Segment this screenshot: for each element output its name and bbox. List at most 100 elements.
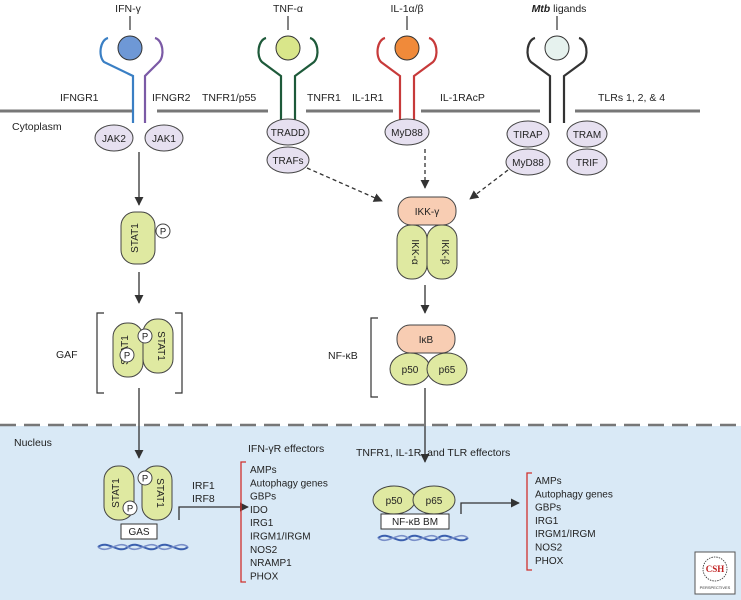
mtb-italic: Mtb	[532, 3, 551, 15]
gaf-phospho-bottom-label: P	[124, 351, 130, 362]
gaf-phospho-bottom	[119, 347, 135, 363]
jak1	[144, 124, 184, 152]
ifng-label: IFN-γ	[115, 3, 141, 15]
gas-box	[120, 523, 158, 540]
tnf-effector-4: IRGM1/IRGM	[535, 529, 596, 540]
tlr-chain-right	[562, 36, 588, 123]
ikk-gamma	[397, 196, 457, 226]
ifng-effector-0: AMPs	[250, 465, 277, 476]
ifng-ligand	[117, 35, 143, 61]
il1racp-chain	[412, 36, 438, 123]
gaf-bracket-right	[175, 312, 183, 394]
mtb-ligands-label: Mtb ligands	[532, 3, 587, 15]
il1-label: IL-1α/β	[390, 3, 423, 15]
tnfa-ligand	[275, 35, 301, 61]
ifng-effector-1: Autophagy genes	[250, 478, 328, 489]
ifng-effector-2: GBPs	[250, 492, 276, 503]
tlrs-label: TLRs 1, 2, & 4	[598, 92, 665, 104]
tnfa-label: TNF-α	[273, 3, 303, 15]
jak2-label: JAK2	[102, 134, 126, 145]
nuc-stat1-right-label: STAT1	[154, 478, 165, 508]
gaf-phospho-top	[137, 328, 153, 344]
nuc-stat1-left-label: STAT1	[111, 478, 122, 508]
tnf-effector-5: NOS2	[535, 543, 563, 554]
nfkb-bm-box	[380, 513, 450, 530]
nuc-phospho-bottom	[122, 500, 138, 516]
tnfr1-chain-right	[293, 36, 319, 123]
tlr-chain-left	[526, 36, 552, 123]
trafs	[266, 146, 310, 174]
myd88-tlr-label: MyD88	[512, 158, 544, 169]
mtb-ligand	[544, 35, 570, 61]
nucleus-label: Nucleus	[14, 437, 52, 449]
il1-ligand	[394, 35, 420, 61]
jak1-label: JAK1	[152, 134, 176, 145]
tradd	[266, 118, 310, 146]
tram	[566, 120, 608, 148]
nuc-phospho-top	[137, 470, 153, 486]
ifng-effectors-bracket	[240, 461, 246, 583]
tradd-label: TRADD	[271, 128, 305, 139]
ikk-alpha-label: IKK-α	[409, 239, 420, 264]
tnf-effector-1: Autophagy genes	[535, 489, 613, 500]
tirap	[506, 120, 550, 148]
trif	[566, 148, 608, 176]
tnf-effector-0: AMPs	[535, 476, 562, 487]
gaf-stat1-right-label: STAT1	[155, 331, 166, 361]
il1r1-chain	[376, 36, 402, 123]
myd88-label: MyD88	[391, 128, 423, 139]
jak2	[94, 124, 134, 152]
gaf-bracket-left	[96, 312, 104, 394]
ifng-effectors-title: IFN-γR effectors	[248, 443, 324, 455]
dna-helix-left-b	[97, 543, 189, 551]
gas-label: GAS	[128, 527, 149, 538]
tnf-effector-3: IRG1	[535, 516, 559, 527]
p50-cytoplasm-label: p50	[402, 365, 419, 376]
gaf-phospho-top-label: P	[142, 332, 148, 343]
irf8-label: IRF8	[192, 493, 215, 505]
ifng-effector-5: IRGM1/IRGM	[250, 532, 311, 543]
tnf-to-effectors-arrow	[460, 498, 520, 514]
tnfr1-chain-left	[257, 36, 283, 123]
ifng-effector-6: NOS2	[250, 545, 278, 556]
nfkb-bracket-left	[370, 317, 378, 398]
ifngr1-label: IFNGR1	[60, 92, 99, 104]
csh-perspectives-logo: CSH PERSPECTIVES	[694, 551, 736, 595]
ikb	[396, 324, 456, 354]
nuc-phospho-top-label: P	[142, 474, 148, 485]
stat1-phospho	[155, 223, 171, 239]
trif-label: TRIF	[576, 158, 598, 169]
gaf-label: GAF	[56, 349, 78, 361]
tnf-effector-2: GBPs	[535, 503, 561, 514]
ikk-beta-label: IKK-β	[439, 239, 450, 264]
ikk-gamma-label: IKK-γ	[415, 207, 439, 218]
nfkb-label: NF-κB	[328, 350, 358, 362]
tnf-effectors-title: TNFR1, IL-1R, and TLR effectors	[356, 447, 510, 459]
tlr-to-ikk-arrow	[469, 169, 509, 200]
p65-nucleus-label: p65	[426, 496, 443, 507]
ikb-label: IκB	[419, 335, 434, 346]
p50-nucleus-label: p50	[386, 496, 403, 507]
mtb-rest: ligands	[550, 3, 586, 15]
nfkb-bm-label: NF-κB BM	[392, 517, 438, 528]
myd88-tlr	[505, 148, 551, 176]
ifng-effector-4: IRG1	[250, 518, 274, 529]
trafs-label: TRAFs	[272, 156, 303, 167]
il1r1-label: IL-1R1	[352, 92, 384, 104]
tram-label: TRAM	[573, 130, 601, 141]
ifngr1-chain	[99, 36, 135, 123]
tirap-label: TIRAP	[513, 130, 543, 141]
ikk-beta	[426, 224, 458, 280]
irf1-label: IRF1	[192, 480, 215, 492]
myd88	[384, 118, 430, 146]
tnf-effector-6: PHOX	[535, 556, 564, 567]
stat1-phospho-label: P	[160, 227, 166, 238]
ifng-to-effectors-arrow	[178, 502, 249, 520]
nuc-phospho-bottom-label: P	[127, 504, 133, 515]
stat1-monomer	[120, 211, 156, 265]
ifng-effector-8: PHOX	[250, 571, 279, 582]
trafs-to-ikk-arrow	[306, 167, 383, 202]
p65-cytoplasm-label: p65	[439, 365, 456, 376]
